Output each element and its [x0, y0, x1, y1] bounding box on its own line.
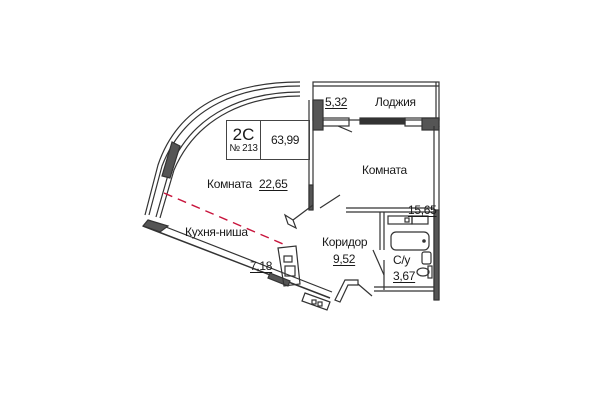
room-label-kitchen: Кухня-ниша — [185, 225, 248, 239]
room-label-bathroom: С/у — [393, 253, 411, 267]
curved-outer-wall — [144, 81, 301, 216]
room-area-bathroom: 3,67 — [393, 269, 416, 283]
room-area-bedroom: 15,65 — [408, 203, 437, 217]
room-area-living: 22,65 — [259, 177, 288, 191]
room-label-living: Комната — [207, 177, 252, 191]
room-label-loggia: Лоджия — [375, 95, 416, 109]
apartment-badge: 2С № 213 63,99 — [226, 120, 310, 160]
apartment-number: № 213 — [229, 142, 258, 154]
room-area-corridor: 9,52 — [333, 252, 356, 266]
room-area-loggia: 5,32 — [325, 95, 348, 109]
room-label-bedroom: Комната — [362, 163, 407, 177]
room-area-kitchen: 7,18 — [250, 259, 273, 273]
room-label-corridor: Коридор — [322, 235, 368, 249]
apartment-type: 2С — [232, 124, 255, 144]
kitchen-divider-line — [163, 192, 284, 245]
apartment-total-area: 63,99 — [270, 133, 300, 147]
